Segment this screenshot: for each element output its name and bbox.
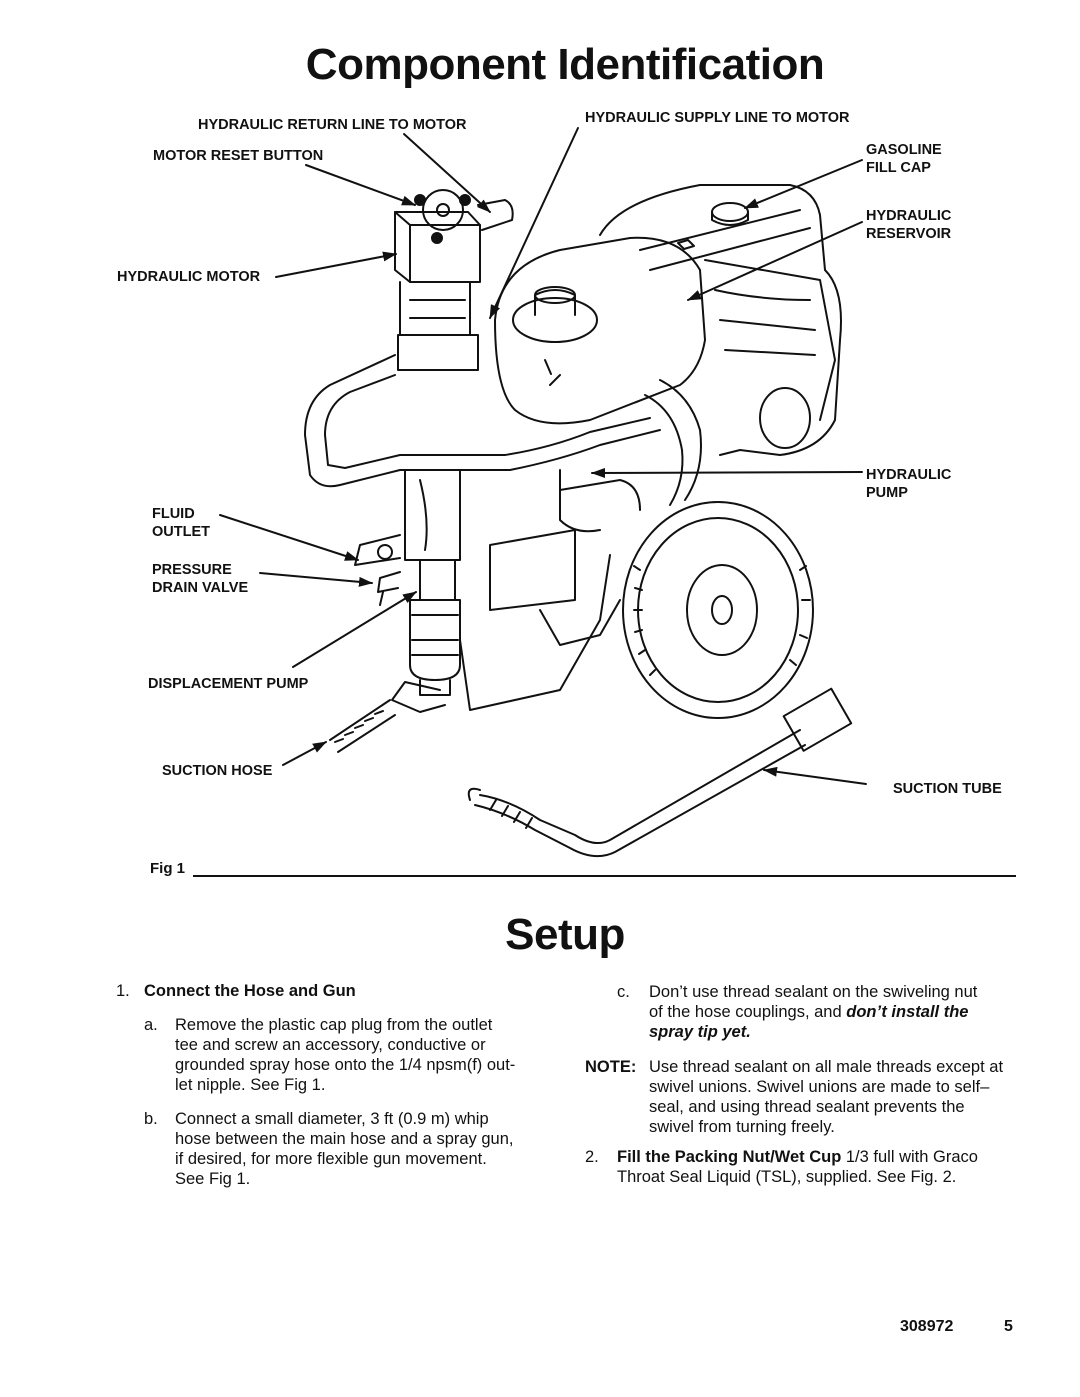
engine-air-filter [759,387,811,449]
callout-fluid-outlet-line1: FLUID [152,506,195,522]
figure-caption: Fig 1 [150,860,186,877]
pump-tower [404,469,461,561]
leader-return-line [403,133,491,213]
callout-hydraulic-pump: HYDRAULIC PUMP [866,466,951,502]
leader-supply-line [489,127,579,319]
callout-fluid-outlet: FLUID OUTLET [152,505,210,541]
leader-suction-hose [282,741,327,766]
step-1a: a. Remove the plastic cap plug from the … [144,1015,544,1099]
step-1b-line: hose between the main hose and a spray g… [175,1130,514,1148]
step-1a-line: grounded spray hose onto the 1/4 npsm(f)… [175,1056,516,1074]
note-line: Use thread sealant on all male threads e… [649,1058,1004,1076]
step-1a-label: a. [144,1016,158,1034]
step-1a-line: Remove the plastic cap plug from the out… [175,1016,493,1034]
callout-hydraulic-reservoir: HYDRAULIC RESERVOIR [866,207,951,243]
step-1c-line3: spray tip yet. [649,1023,751,1041]
callout-suction-tube: SUCTION TUBE [893,781,1002,797]
callout-fluid-outlet-line2: OUTLET [152,524,210,540]
hydraulic-motor-block [394,211,481,283]
leader-drain-valve [259,572,373,587]
wheel-tire [622,501,814,719]
leader-reservoir [687,221,863,301]
callout-motor-reset-button: MOTOR RESET BUTTON [153,148,324,164]
note-line: seal, and using thread sealant prevents … [649,1098,965,1116]
callout-pressure-drain-valve-line2: DRAIN VALVE [152,580,249,596]
step-1c-line2: of the hose couplings, and don’t install… [649,1002,1029,1022]
page-number: 5 [1004,1318,1013,1335]
callout-hydraulic-reservoir-line2: RESERVOIR [866,226,952,242]
sprayer-illustration [219,127,867,858]
figure-caption-rule [193,875,1016,877]
callout-gasoline-fill-cap-line2: FILL CAP [866,160,931,176]
step-1b-line: Connect a small diameter, 3 ft (0.9 m) w… [175,1110,489,1128]
callout-suction-hose: SUCTION HOSE [162,763,273,779]
step-1c-emphasis: don’t install the [846,1003,969,1021]
step-1-number: 1. [116,982,130,1000]
callout-hydraulic-supply-line: HYDRAULIC SUPPLY LINE TO MOTOR [585,110,850,126]
step-1c-label: c. [617,983,630,1001]
step-1c-line1: Don’t use thread sealant on the swivelin… [649,983,978,1001]
engine-housing [599,184,842,456]
step-2-title: Fill the Packing Nut/Wet Cup [617,1148,842,1166]
step-1b-line: See Fig 1. [175,1170,251,1188]
displacement-pump-body [409,599,461,681]
callout-hydraulic-pump-line1: HYDRAULIC [866,467,952,483]
leader-hydraulic-motor [275,251,397,278]
step-1-title: Connect the Hose and Gun [144,982,356,1000]
callout-hydraulic-pump-line2: PUMP [866,485,908,501]
step-2: 2. Fill the Packing Nut/Wet Cup 1/3 full… [585,1147,1025,1191]
step-1b-label: b. [144,1110,158,1128]
leader-displacement-pump [292,591,417,668]
gasoline-cap [711,202,749,222]
setup-heading: Setup [505,910,625,959]
cart-handle-frame [304,354,661,488]
note-line: swivel unions. Swivel unions are made to… [649,1078,990,1096]
step-1b: b. Connect a small diameter, 3 ft (0.9 m… [144,1109,544,1193]
fan-shroud [659,379,702,501]
callout-gasoline-fill-cap: GASOLINE FILL CAP [866,141,942,177]
step-2-line1: Fill the Packing Nut/Wet Cup 1/3 full wi… [617,1147,1017,1167]
callout-hydraulic-motor: HYDRAULIC MOTOR [117,269,261,285]
leader-motor-reset [305,164,416,206]
step-2-line2: Throat Seal Liquid (TSL), supplied. See … [617,1168,957,1186]
filler-flange [512,297,598,343]
callout-hydraulic-return-line: HYDRAULIC RETURN LINE TO MOTOR [198,117,467,133]
callout-pressure-drain-valve: PRESSURE DRAIN VALVE [152,561,248,597]
leader-fluid-outlet [219,514,359,561]
suction-tube [479,729,801,845]
callout-gasoline-fill-cap-line1: GASOLINE [866,142,942,158]
note-block: NOTE: Use thread sealant on all male thr… [585,1057,1025,1141]
leader-gasoline-cap [744,159,863,209]
doc-number: 308972 [900,1318,954,1335]
leader-suction-tube [763,766,867,785]
step-1c-line2-text: of the hose couplings, and [649,1003,847,1021]
callout-pressure-drain-valve-line1: PRESSURE [152,562,232,578]
step-2-number: 2. [585,1148,599,1166]
step-1c: c. Don’t use thread sealant on the swive… [617,982,1037,1046]
callout-displacement-pump: DISPLACEMENT PUMP [148,676,309,692]
step-1a-line: let nipple. See Fig 1. [175,1076,326,1094]
step-1a-line: tee and screw an accessory, conductive o… [175,1036,486,1054]
step-1b-line: if desired, for more flexible gun moveme… [175,1150,487,1168]
suction-hose-coils [329,699,396,753]
step-2-rest: 1/3 full with Graco [841,1148,978,1166]
leader-hydraulic-pump [591,467,863,478]
note-label: NOTE: [585,1058,637,1076]
callout-hydraulic-reservoir-line1: HYDRAULIC [866,208,952,224]
hydraulic-reservoir-tank [494,236,706,425]
page-title: Component Identification [305,40,825,89]
step-1: 1. Connect the Hose and Gun [116,981,546,1003]
note-line: swivel from turning freely. [649,1118,835,1136]
